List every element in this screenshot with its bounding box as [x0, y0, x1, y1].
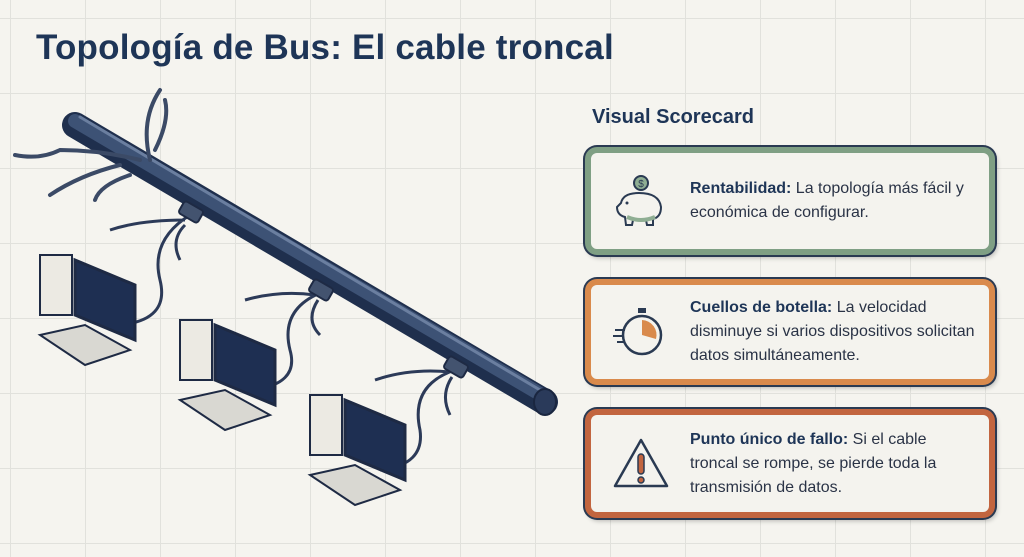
bus-topology-illustration: [13, 88, 558, 507]
taps: [109, 213, 456, 472]
computer: [177, 319, 277, 432]
piggy-bank-icon: $: [615, 175, 663, 226]
card-text: La velocidad disminuye si varios disposi…: [690, 299, 975, 364]
card-cuellos-de-botella: Cuellos de botella: La velocidad disminu…: [585, 279, 995, 385]
card-text: Si el cable troncal se rompe, se pierde …: [690, 430, 937, 496]
card-label: Cuellos de botella:: [690, 299, 833, 316]
connectors: [178, 200, 469, 379]
svg-text:$: $: [638, 179, 644, 190]
trunk-cable: [62, 112, 558, 415]
warning-icon: [613, 438, 669, 487]
computer: [307, 394, 407, 507]
card-text: La topología más fácil y económica de co…: [690, 180, 964, 221]
page-title: Topología de Bus: El cable troncal: [36, 28, 614, 67]
frayed-roots: [13, 88, 169, 202]
stopwatch-icon: [613, 308, 663, 356]
card-label: Rentabilidad:: [690, 180, 792, 197]
scorecard-title: Visual Scorecard: [592, 106, 754, 128]
computer: [37, 254, 137, 367]
cable-end: [533, 388, 557, 416]
card-rentabilidad: $ Rentabilidad: La topología más fácil y…: [585, 147, 995, 255]
card-label: Punto único de fallo:: [690, 430, 849, 448]
card-punto-unico-de-fallo: Punto único de fallo: Si el cable tronca…: [585, 409, 995, 518]
